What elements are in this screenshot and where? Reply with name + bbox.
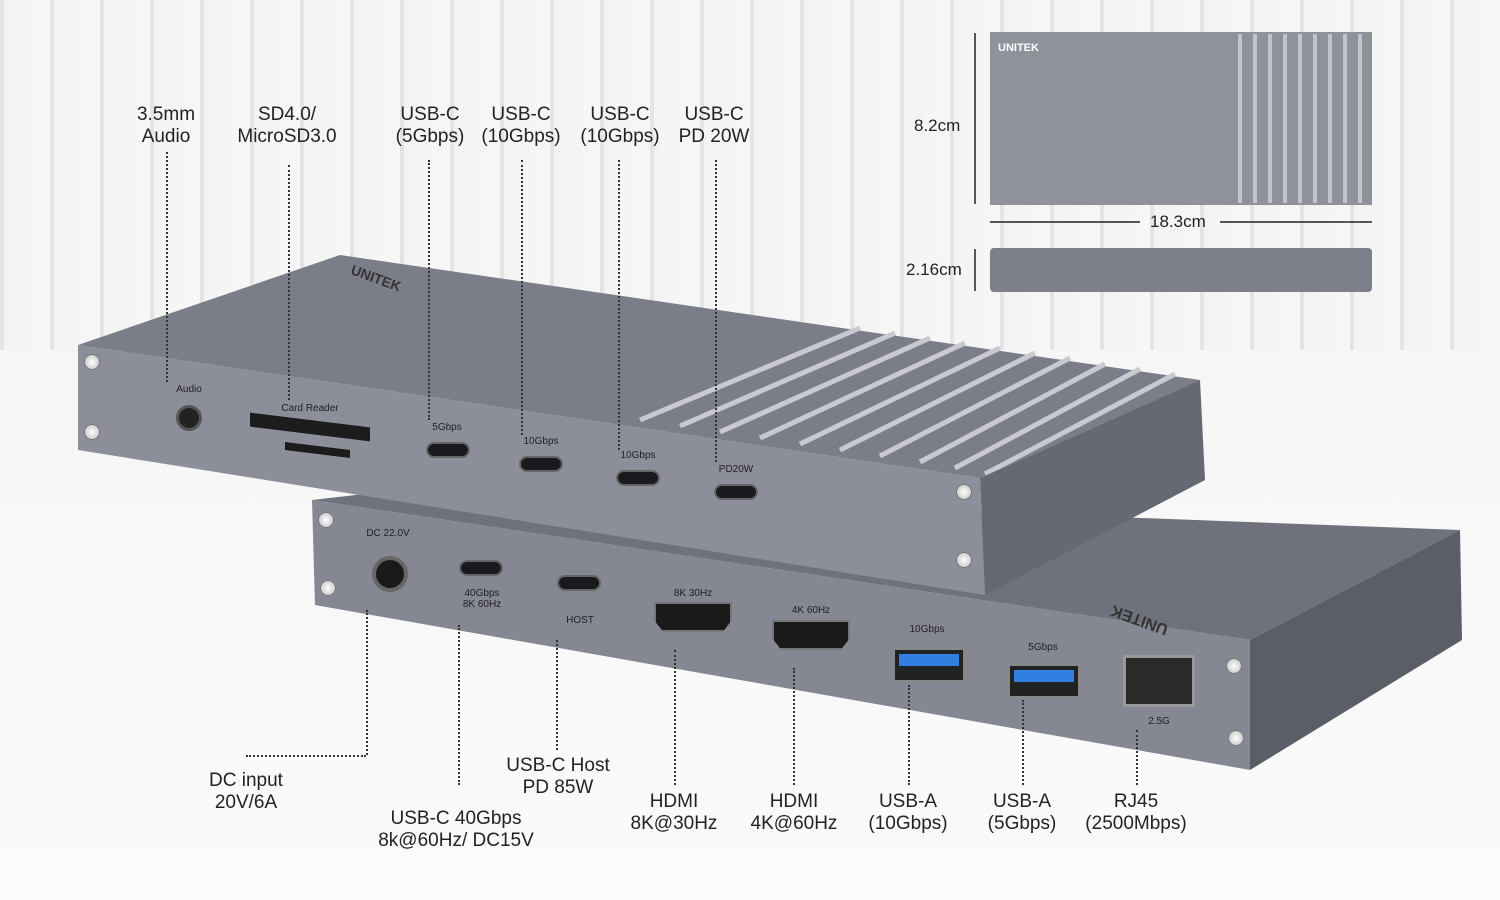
print-hdmi1: 8K 30Hz — [673, 588, 713, 599]
leader-line — [556, 640, 558, 750]
leader-line — [908, 685, 910, 785]
print-card-reader: Card Reader — [281, 403, 339, 414]
leader-line — [458, 625, 460, 785]
leader-line — [521, 160, 523, 435]
leader-line — [715, 160, 717, 462]
screw — [956, 552, 972, 568]
leader-line — [674, 650, 676, 785]
top-view-logo: UNITEK — [998, 42, 1039, 54]
label-usb-c-host: USB-C Host PD 85W — [506, 755, 610, 798]
print-hdmi2: 4K 60Hz — [791, 605, 831, 616]
screw — [1226, 658, 1242, 674]
label-hdmi-8k: HDMI 8K@30Hz — [630, 791, 718, 834]
label-usb-a-5gbps: USB-A (5Gbps) — [987, 791, 1057, 834]
print-tb: 40Gbps 8K 60Hz — [462, 588, 502, 610]
label-card-reader: SD4.0/ MicroSD3.0 — [237, 104, 337, 147]
top-view-outline — [990, 32, 1372, 205]
leader-line — [428, 160, 430, 420]
print-port2: 10Gbps — [523, 436, 559, 447]
label-usb-c-pd: USB-C PD 20W — [678, 104, 750, 147]
screw — [320, 580, 336, 596]
label-usb-c-40gbps: USB-C 40Gbps 8k@60Hz/ DC15V — [378, 808, 534, 851]
label-usb-c-10gbps: USB-C (10Gbps) — [481, 104, 561, 147]
label-usb-c-10gbps-2: USB-C (10Gbps) — [580, 104, 660, 147]
label-audio: 3.5mm Audio — [136, 104, 196, 147]
screw — [318, 512, 334, 528]
dimension-width: 18.3cm — [1150, 212, 1206, 231]
leader-line — [166, 152, 168, 382]
top-dock-side — [980, 380, 1205, 595]
print-lan: 2.5G — [1148, 716, 1170, 727]
leader-line — [1022, 700, 1024, 785]
screw — [84, 354, 100, 370]
audio-jack — [176, 405, 202, 431]
print-port1: 5Gbps — [432, 422, 462, 433]
label-usb-a-10gbps: USB-A (10Gbps) — [868, 791, 948, 834]
usb-c-host-port — [557, 575, 601, 591]
usb-c-40gbps-port — [459, 560, 503, 576]
screw — [1228, 730, 1244, 746]
print-a2: 5Gbps — [1028, 642, 1058, 653]
leader-line — [793, 668, 795, 785]
hdmi-4k-port — [772, 620, 850, 650]
usb-a-5gbps-port — [1008, 664, 1080, 698]
screw — [956, 484, 972, 500]
dimension-thickness: 2.16cm — [906, 260, 962, 279]
bottom-dock-side — [1250, 530, 1462, 770]
side-view-outline — [990, 248, 1372, 292]
leader-line — [288, 165, 290, 400]
dc-jack — [372, 556, 408, 592]
print-port3: 10Gbps — [620, 450, 656, 461]
label-hdmi-4k: HDMI 4K@60Hz — [750, 791, 838, 834]
usb-c-10gbps-port-2 — [616, 470, 660, 486]
dimension-height: 8.2cm — [914, 116, 961, 135]
label-dc-input: DC input 20V/6A — [209, 770, 283, 813]
top-dock-top — [78, 255, 1200, 478]
leader-line — [618, 160, 620, 450]
usb-c-pd-port — [714, 484, 758, 500]
leader-line — [1136, 730, 1138, 785]
screw — [84, 424, 100, 440]
leader-line — [366, 610, 368, 755]
label-usb-c-5gbps: USB-C (5Gbps) — [395, 104, 465, 147]
print-dc: DC 22.0V — [366, 528, 410, 539]
label-rj45: RJ45 (2500Mbps) — [1085, 791, 1187, 834]
leader-line — [246, 755, 366, 757]
rj45-port — [1123, 655, 1195, 707]
usb-c-10gbps-port — [519, 456, 563, 472]
print-port4: PD20W — [718, 464, 754, 475]
hdmi-8k-port — [654, 602, 732, 632]
usb-c-5gbps-port — [426, 442, 470, 458]
print-audio: Audio — [176, 384, 202, 395]
usb-a-10gbps-port — [893, 648, 965, 682]
top-dock-fins — [639, 325, 1177, 477]
print-host: HOST — [566, 615, 594, 626]
print-a1: 10Gbps — [909, 624, 945, 635]
